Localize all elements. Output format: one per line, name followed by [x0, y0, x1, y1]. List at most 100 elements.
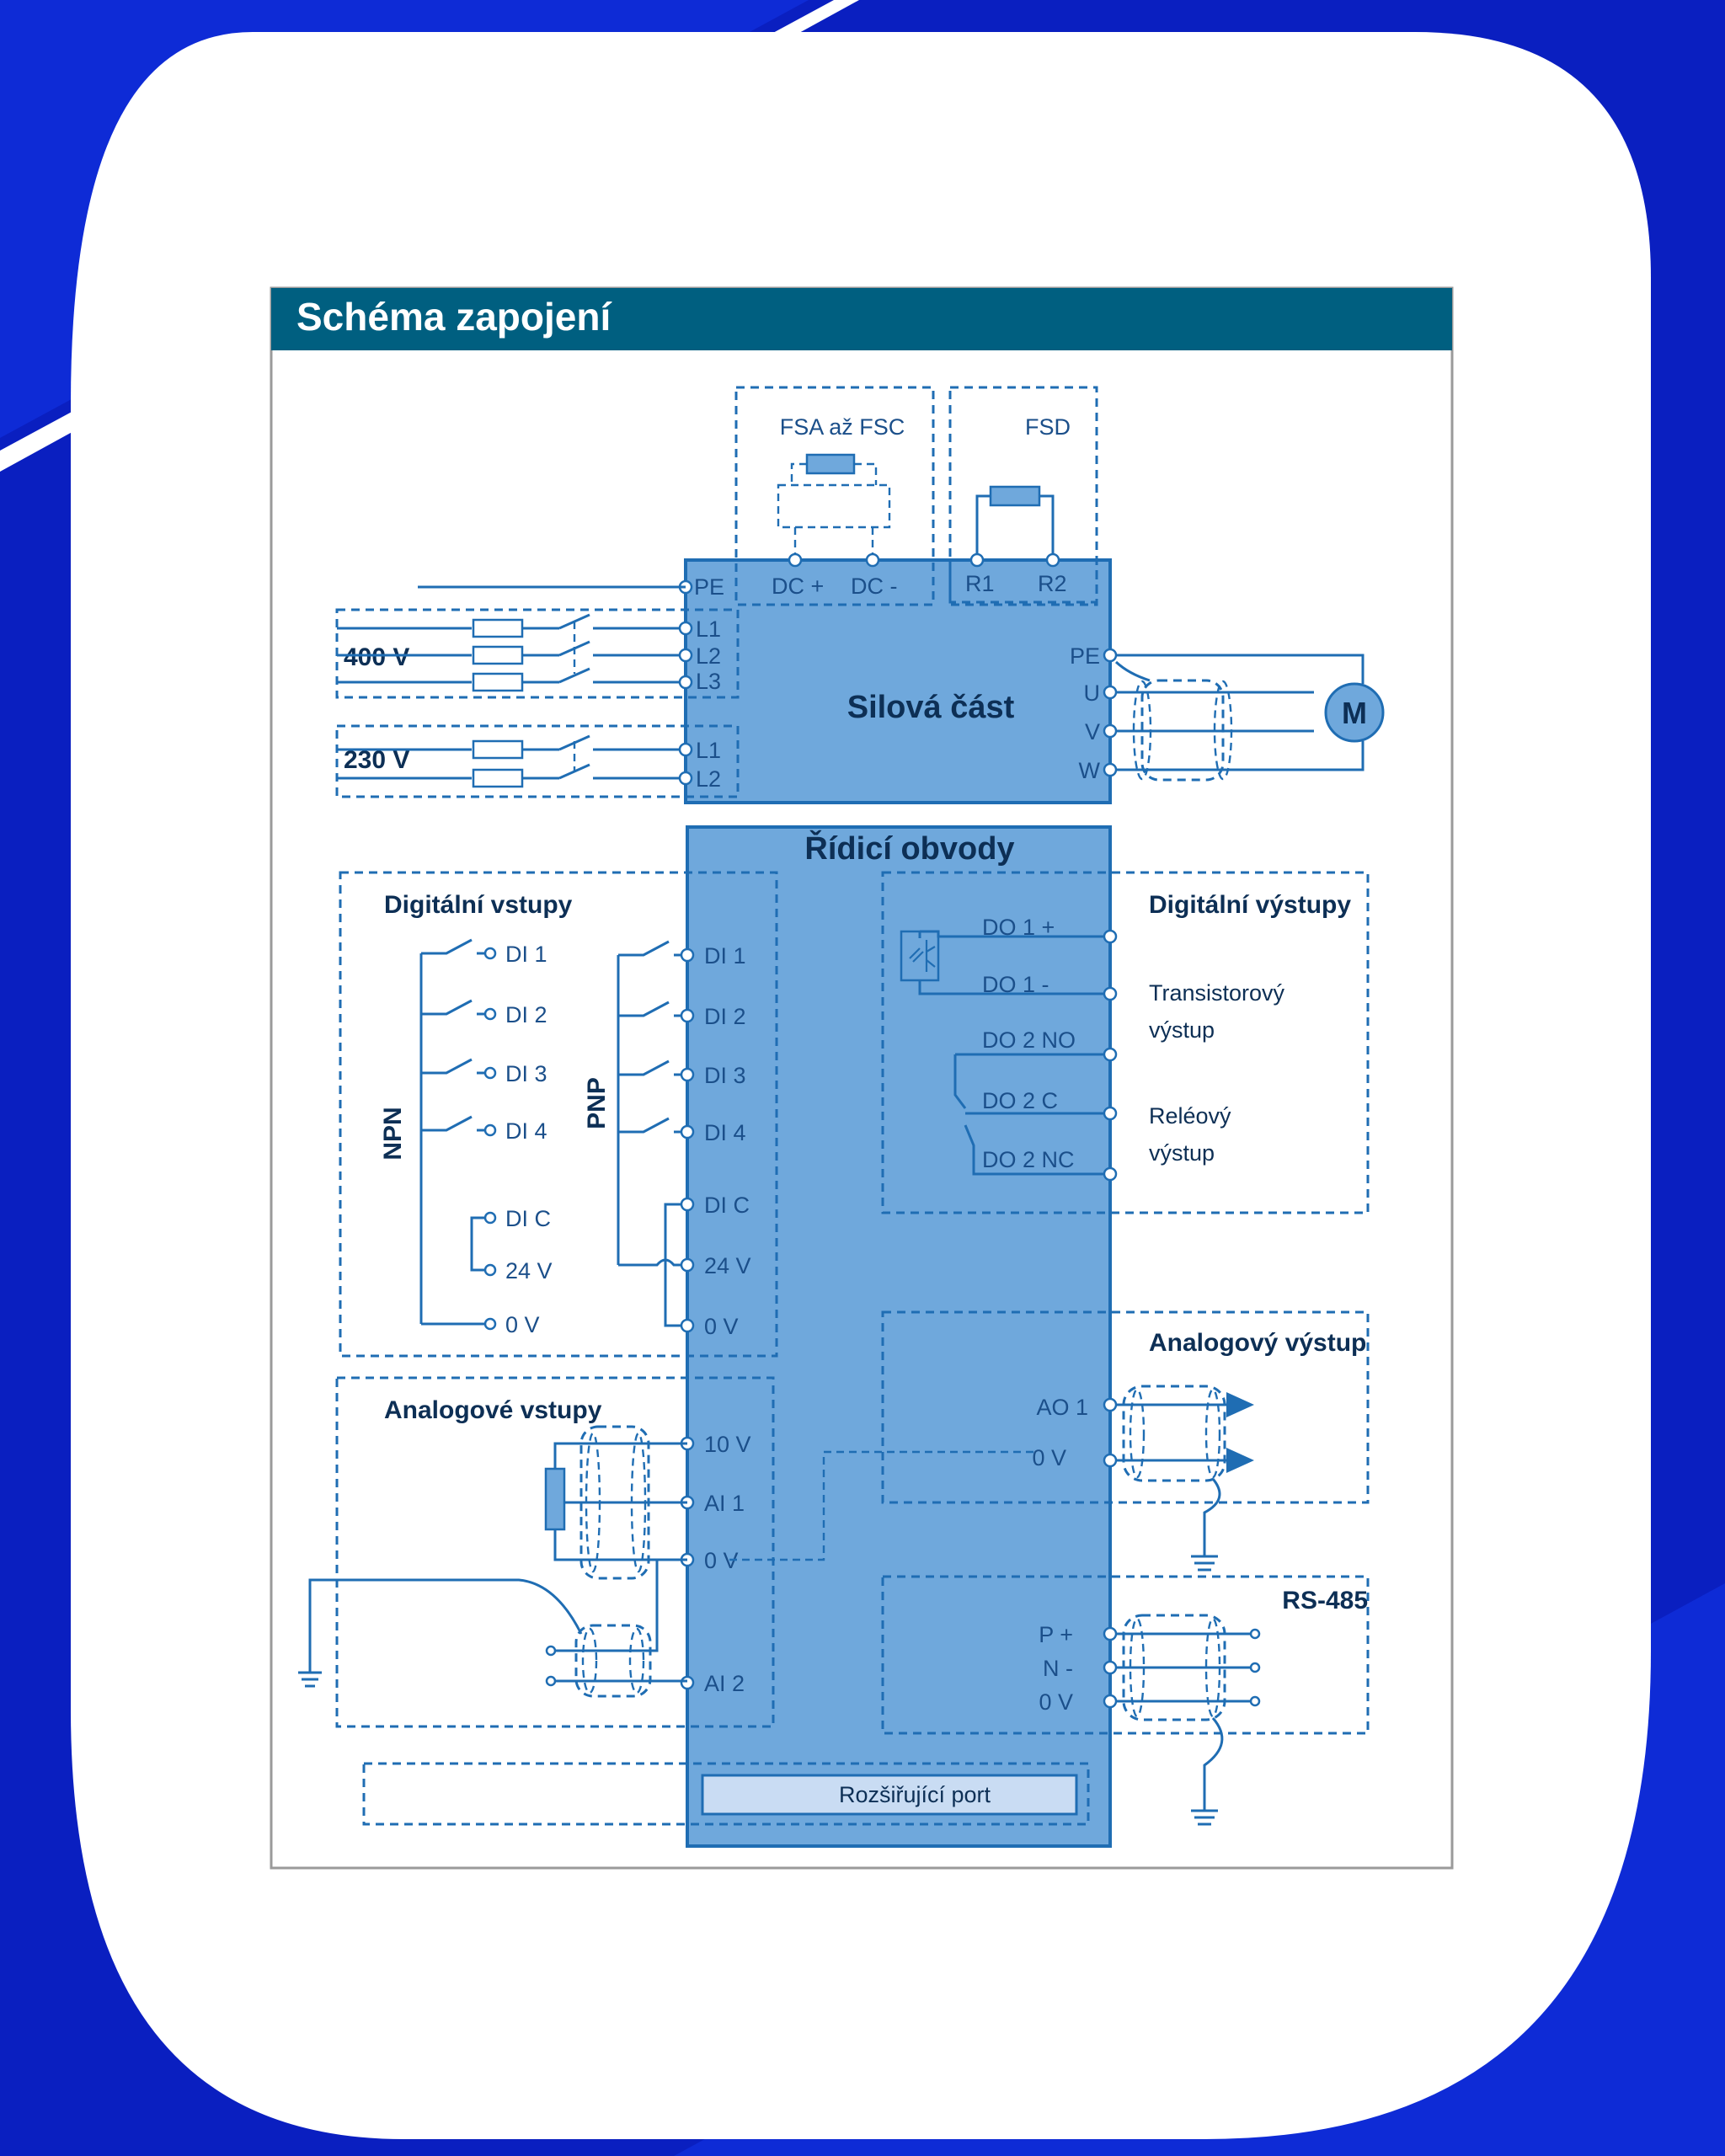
- brake-terminal-group: [948, 558, 1098, 604]
- background-slash: [0, 0, 859, 472]
- terminal-out-u-label: U: [1084, 680, 1101, 706]
- terminal-dc-plus-label: DC +: [772, 574, 824, 599]
- terminal-230-l1-label: L1: [696, 738, 721, 763]
- control-10v-label: 10 V: [704, 1432, 751, 1457]
- control-block: [686, 825, 1112, 1848]
- rs485-0v-label: 0 V: [1039, 1689, 1073, 1715]
- terminal-r2: [1045, 552, 1060, 568]
- power-block: [684, 558, 1112, 804]
- terminal-out-pe-label: PE: [1070, 643, 1100, 669]
- control-ai2-label: AI 2: [704, 1671, 745, 1696]
- control-block-title: Řídicí obvody: [804, 830, 1014, 867]
- terminal-230-l1: [678, 742, 693, 757]
- npn-terminal-di1: [483, 947, 497, 960]
- analog-inputs-box: [335, 1376, 775, 1728]
- digital-inputs-box: [339, 871, 778, 1358]
- npn-dic-label: DI C: [505, 1206, 551, 1231]
- motor-icon: [1324, 682, 1385, 743]
- pnp-label: PNP: [583, 1077, 611, 1129]
- supply-230-wires: [337, 734, 686, 788]
- analog-output-box: [881, 1310, 1370, 1504]
- do1-plus-label: DO 1 +: [982, 915, 1055, 940]
- terminal-out-u: [1103, 685, 1118, 700]
- terminal-out-w-label: W: [1079, 758, 1101, 783]
- analog-output-wiring: [1116, 1385, 1254, 1572]
- supply-400-box: [335, 608, 740, 699]
- npn-di2-label: DI 2: [505, 1002, 547, 1027]
- terminal-do1-minus: [1103, 986, 1118, 1001]
- analog-inputs-wiring: [298, 1425, 687, 1698]
- do2-no-label: DO 2 NO: [982, 1027, 1076, 1053]
- terminal-ao1: [1103, 1397, 1118, 1412]
- page-title: Schéma zapojení: [296, 295, 612, 339]
- digital-inputs-title: Digitální vstupy: [384, 891, 573, 919]
- terminal-out-v-label: V: [1085, 719, 1100, 744]
- title-bar: [271, 288, 1452, 350]
- npn-0v-label: 0 V: [505, 1312, 540, 1337]
- motor-label: M: [1342, 696, 1367, 730]
- digital-outputs-title: Digitální výstupy: [1149, 891, 1351, 919]
- relay-output-label-1: Reléový: [1149, 1103, 1231, 1129]
- terminal-400-l2: [678, 648, 693, 663]
- terminal-do2-no: [1103, 1047, 1118, 1062]
- terminal-rs485-0v: [1103, 1694, 1118, 1709]
- npn-di3-label: DI 3: [505, 1061, 547, 1086]
- terminal-pe-label: PE: [694, 574, 724, 600]
- terminal-400-l1: [678, 621, 693, 636]
- terminal-out-pe: [1103, 648, 1118, 663]
- control-di3-label: DI 3: [704, 1063, 746, 1088]
- terminal-out-w: [1103, 762, 1118, 777]
- npn-terminal-di3: [483, 1066, 497, 1080]
- terminal-rs485-n: [1103, 1660, 1118, 1675]
- control-24v-label: 24 V: [704, 1253, 751, 1278]
- terminal-dc-minus: [865, 552, 880, 568]
- brake-label-fsa-fsc: FSA až FSC: [780, 414, 905, 440]
- digital-outputs-box: [881, 871, 1370, 1214]
- rs485-box: [881, 1575, 1370, 1735]
- npn-terminal-0v: [483, 1317, 497, 1331]
- control-di1-label: DI 1: [704, 943, 746, 969]
- terminal-dc-plus: [788, 552, 803, 568]
- npn-di4-label: DI 4: [505, 1118, 547, 1144]
- terminal-do1-plus: [1103, 929, 1118, 944]
- terminal-do2-nc: [1103, 1166, 1118, 1182]
- terminal-do2-c: [1103, 1106, 1118, 1121]
- expansion-port: [701, 1774, 1078, 1816]
- supply-400-wires: [337, 613, 686, 692]
- relay-output-label-2: výstup: [1149, 1140, 1215, 1166]
- brake-r-wires: [975, 494, 1055, 560]
- motor-wires: [1114, 654, 1365, 782]
- control-0v-label: 0 V: [704, 1314, 739, 1339]
- expansion-port-box: [362, 1762, 1090, 1826]
- analog-inputs-title: Analogové vstupy: [384, 1396, 602, 1424]
- npn-terminal-di4: [483, 1123, 497, 1137]
- terminal-r1-label: R1: [965, 571, 995, 596]
- terminal-400-l3: [678, 675, 693, 690]
- expansion-port-label: Rozšiřující port: [839, 1782, 991, 1807]
- rs485-n-label: N -: [1043, 1656, 1073, 1681]
- power-block-title: Silová část: [847, 690, 1015, 725]
- supply-400-label: 400 V: [344, 643, 409, 671]
- control-ai1-label: AI 1: [704, 1491, 745, 1516]
- rs485-title: RS-485: [1282, 1587, 1368, 1614]
- control-di4-label: DI 4: [704, 1120, 746, 1145]
- brake-resistor-dashed-link: [777, 483, 891, 529]
- brake-box-fsa-fsc: [734, 386, 935, 606]
- npn-terminal-24v: [483, 1263, 497, 1277]
- rs485-wiring: [1116, 1614, 1261, 1826]
- npn-switches: [419, 938, 485, 1326]
- terminal-out-v: [1103, 723, 1118, 739]
- npn-terminal-di2: [483, 1007, 497, 1021]
- analog-0v-dashed-link: [729, 1450, 1036, 1561]
- ao-0v-label: 0 V: [1032, 1445, 1066, 1470]
- terminal-230-l2: [678, 771, 693, 786]
- terminal-400-l3-label: L3: [696, 669, 721, 694]
- control-dic-label: DI C: [704, 1193, 750, 1218]
- terminal-400-l2-label: L2: [696, 643, 721, 669]
- terminal-rs485-p: [1103, 1626, 1118, 1641]
- terminal-r2-label: R2: [1038, 571, 1067, 596]
- terminal-dc-minus-label: DC -: [851, 574, 898, 599]
- rs485-p-label: P +: [1039, 1622, 1073, 1647]
- do2-nc-label: DO 2 NC: [982, 1147, 1075, 1172]
